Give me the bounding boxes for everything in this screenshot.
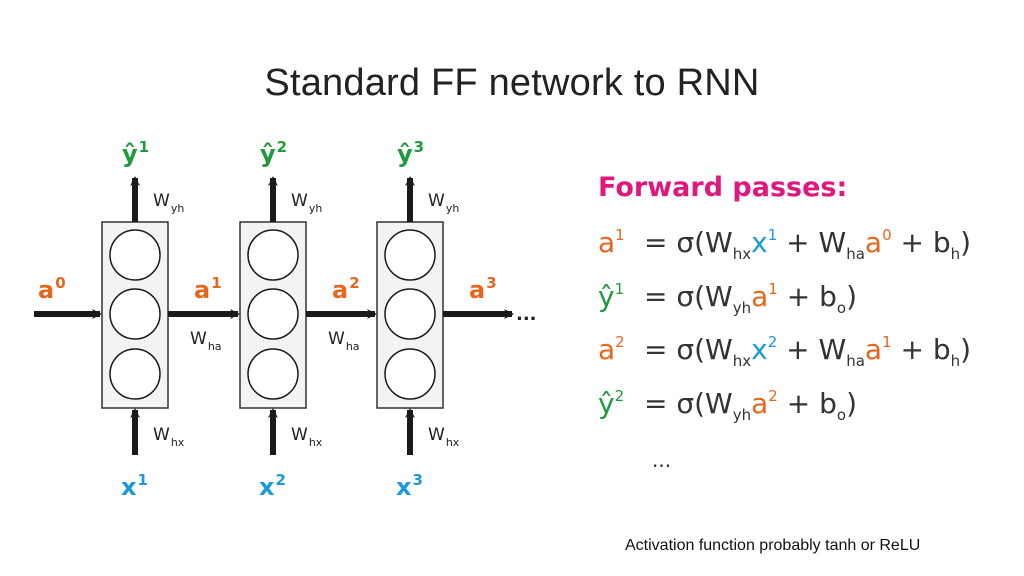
equation-term: ) xyxy=(960,226,972,259)
equation-1: a1 = σ(Whxx1 + Whaa0 + bh) xyxy=(598,226,971,263)
equation-term: ) xyxy=(960,333,972,366)
equations-continuation: ... xyxy=(652,448,672,472)
equation-lhs: ŷ2 xyxy=(598,387,625,420)
hidden-unit xyxy=(384,288,436,340)
equation-term: + b xyxy=(777,280,837,313)
state-label-3: a3 xyxy=(469,274,497,304)
equation-term: 2 xyxy=(767,333,778,351)
equation-term: ) xyxy=(846,280,857,313)
equation-term: x xyxy=(751,226,768,259)
input-label-2: x2 xyxy=(259,471,286,501)
input-label-1: x1 xyxy=(121,471,148,501)
hidden-unit xyxy=(109,288,161,340)
equation-term: ha xyxy=(846,245,865,263)
output-label-1: ŷ1 xyxy=(122,138,149,168)
w-in-label-1: Whx xyxy=(153,425,185,449)
equation-term: yh xyxy=(732,299,752,317)
equation-term: + W xyxy=(777,333,847,366)
hidden-unit xyxy=(109,229,161,281)
equation-3: a2 = σ(Whxx2 + Whaa1 + bh) xyxy=(598,333,971,370)
equation-term: hx xyxy=(732,352,752,370)
equation-term: + b xyxy=(891,226,951,259)
equation-term: a xyxy=(864,226,883,259)
slide-title: Standard FF network to RNN xyxy=(264,62,760,104)
equation-lhs: a2 xyxy=(598,333,625,366)
equation-lhs: a1 xyxy=(598,226,625,259)
input-label-3: x3 xyxy=(396,471,423,501)
hidden-unit xyxy=(247,229,299,281)
w-out-label-1: Wyh xyxy=(153,191,184,215)
hidden-unit xyxy=(384,348,436,400)
equation-2: ŷ1 = σ(Wyha1 + bo) xyxy=(598,280,857,317)
equation-term: a xyxy=(751,280,769,313)
hidden-unit xyxy=(109,348,161,400)
w-out-label-3: Wyh xyxy=(428,191,459,215)
rnn-cell-3 xyxy=(376,221,444,409)
w-rec-label-1: Wha xyxy=(190,329,222,353)
equation-term: + b xyxy=(891,333,951,366)
forward-passes-heading: Forward passes: xyxy=(598,172,848,203)
equation-term: = σ(W xyxy=(644,280,733,313)
equation-term: + b xyxy=(777,387,837,420)
equation-term: yh xyxy=(732,406,752,424)
equation-term: = σ(W xyxy=(644,387,733,420)
equation-term: h xyxy=(950,352,961,370)
equation-term: = σ(W xyxy=(644,226,733,259)
w-in-label-3: Whx xyxy=(428,425,460,449)
hidden-unit xyxy=(384,229,436,281)
equation-term: o xyxy=(836,406,847,424)
output-label-2: ŷ2 xyxy=(260,138,287,168)
equation-term: 0 xyxy=(882,226,892,244)
equation-term: ha xyxy=(846,352,865,370)
activation-note: Activation function probably tanh or ReL… xyxy=(625,537,921,554)
equation-term: 1 xyxy=(768,280,778,298)
output-label-3: ŷ3 xyxy=(397,138,424,168)
w-in-label-2: Whx xyxy=(291,425,323,449)
equation-term: = σ(W xyxy=(644,333,733,366)
trailing-ellipsis: ... xyxy=(516,304,537,325)
equation-4: ŷ2 = σ(Wyha2 + bo) xyxy=(598,387,857,424)
rnn-cell-2 xyxy=(239,221,307,409)
equation-term: + W xyxy=(777,226,847,259)
w-rec-label-2: Wha xyxy=(328,329,360,353)
hidden-unit xyxy=(247,288,299,340)
equation-lhs: ŷ1 xyxy=(598,280,625,313)
equation-term: a xyxy=(864,333,883,366)
state-label-2: a2 xyxy=(332,274,360,304)
rnn-cell-1 xyxy=(101,221,169,409)
equation-term: ) xyxy=(846,387,857,420)
state-label-1: a1 xyxy=(194,274,222,304)
w-out-label-2: Wyh xyxy=(291,191,322,215)
equation-term: h xyxy=(950,245,961,263)
equation-term: hx xyxy=(732,245,752,263)
equation-term: 1 xyxy=(767,226,778,244)
initial-state-label: a0 xyxy=(38,274,66,304)
equation-term: 1 xyxy=(882,333,892,351)
equation-term: 2 xyxy=(768,387,778,405)
hidden-unit xyxy=(247,348,299,400)
equation-term: o xyxy=(836,299,847,317)
equation-term: a xyxy=(751,387,769,420)
equation-term: x xyxy=(751,333,768,366)
